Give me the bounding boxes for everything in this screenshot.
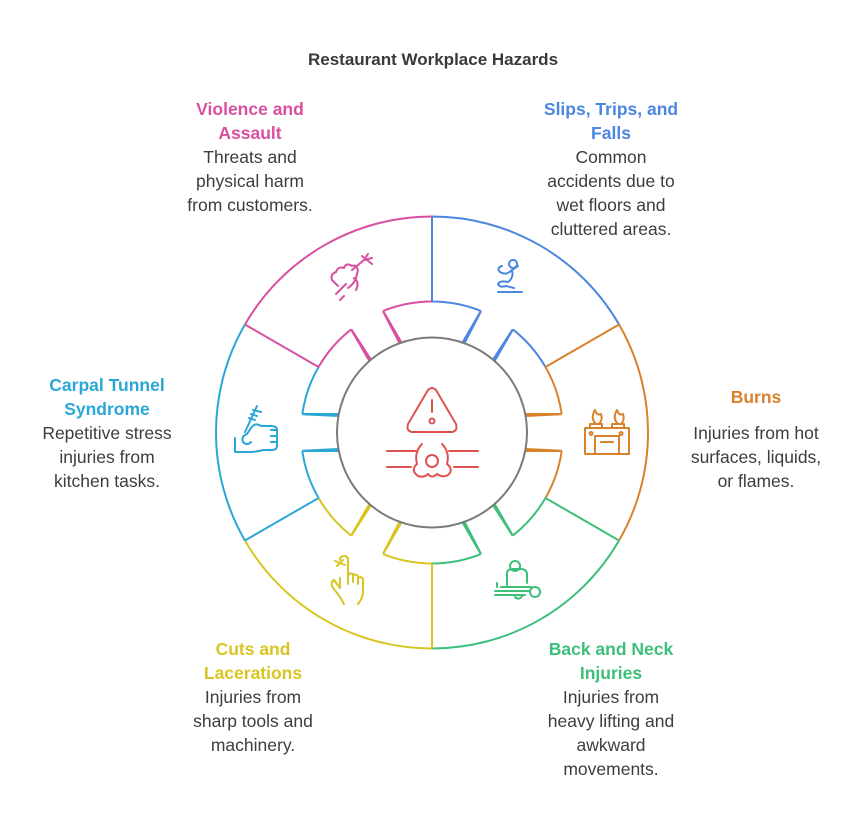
diagram-title: Restaurant Workplace Hazards xyxy=(307,50,559,69)
wrist-injection-icon xyxy=(234,405,278,453)
segment-back xyxy=(431,497,620,650)
massage-icon xyxy=(494,560,542,600)
segment-outline xyxy=(244,215,433,368)
segment-outline xyxy=(525,323,649,541)
segment-carpal xyxy=(215,324,339,542)
hazard-warning-icon xyxy=(386,387,479,478)
segment-outline xyxy=(431,215,620,368)
segment-outline xyxy=(431,497,620,650)
segment-slips xyxy=(431,215,620,368)
segment-outline xyxy=(215,324,339,542)
falling-person-icon xyxy=(497,259,523,293)
hazard-title: Burns xyxy=(730,387,782,407)
segment-cuts xyxy=(244,497,433,650)
segment-burns xyxy=(525,323,649,541)
segment-outline xyxy=(244,497,433,650)
stove-fire-icon xyxy=(584,409,630,455)
center-circle xyxy=(336,336,528,529)
segment-violence xyxy=(244,215,433,368)
cut-finger-icon xyxy=(330,555,364,605)
fist-fork-icon xyxy=(330,253,373,301)
